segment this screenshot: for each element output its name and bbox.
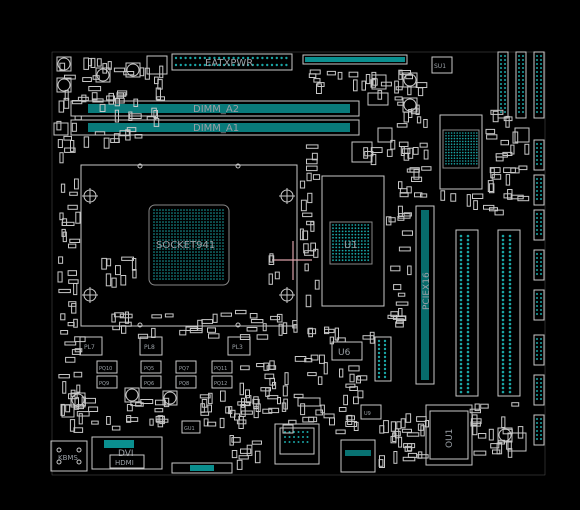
pl3-label: PL3	[232, 344, 243, 351]
vga-port	[171, 462, 233, 474]
u9-chip: U9	[360, 404, 382, 420]
crosshair-circle-icon	[82, 188, 98, 204]
top-right-headers	[497, 51, 545, 446]
super-io-chip	[439, 114, 483, 190]
pq6-label: PQ6	[144, 381, 154, 387]
ou1-label: OU1	[445, 429, 455, 448]
hdmi-label: HDMI	[115, 459, 134, 467]
su1-label: SU1	[434, 63, 446, 70]
crosshair-circle-icon	[82, 287, 98, 303]
pq10-label: PQ10	[99, 366, 112, 372]
dimm-slot-a2: DIMM_A2	[70, 100, 360, 117]
pq5-label: PQ5	[144, 366, 154, 372]
pcie-slot-2	[455, 229, 479, 397]
pq9-label: PQ9	[99, 381, 109, 387]
pq11-label: PQ11	[214, 366, 227, 372]
pcie-x16-slot: PCIEX16	[415, 205, 435, 385]
pq12-label: PQ12	[214, 381, 227, 387]
vrm-components: PL7 PL8 PL3 PQ10 PQ5 PQ7 PQ11 PQ9 PQ6 PQ…	[79, 336, 251, 389]
atx12v-connector	[302, 54, 408, 65]
pl7-label: PL7	[84, 344, 95, 351]
kbms-label: KBMS	[58, 454, 78, 462]
atxpwr-label: EATXPWR	[205, 58, 253, 69]
socket-label: SOCKET941	[156, 240, 215, 251]
pcie-label: PCIEX16	[422, 272, 432, 310]
ou1-chip: OU1	[425, 404, 473, 466]
u9-label: U9	[364, 411, 371, 417]
gu1-label: GU1	[184, 426, 195, 432]
board-outline	[51, 51, 546, 476]
dimm-a2-label: DIMM_A2	[193, 104, 239, 115]
position-crosshair	[272, 241, 312, 280]
crosshair-circle-icon	[279, 188, 295, 204]
u6-header	[374, 336, 392, 382]
u6-label: U6	[338, 348, 351, 358]
atx-power-connector: EATXPWR	[171, 53, 293, 71]
chipset-u1: U1	[321, 175, 385, 307]
passive-components	[53, 55, 530, 470]
crosshair-circle-icon	[279, 287, 295, 303]
lan-port	[274, 423, 320, 465]
u1-label: U1	[344, 240, 358, 251]
gu1-chip: GU1	[181, 420, 201, 434]
kbms-port: KBMS	[50, 440, 88, 472]
pcie-slot-3	[497, 229, 521, 397]
dvi-label: DVI	[118, 449, 134, 459]
pq7-label: PQ7	[179, 366, 189, 372]
pq8-label: PQ8	[179, 381, 189, 387]
u6-chip: U6	[331, 341, 363, 361]
dimm-slot-a1: DIMM_A1	[70, 119, 360, 136]
su1-chip: SU1	[431, 56, 453, 74]
usb3-port	[340, 439, 376, 473]
cpu-socket: SOCKET941	[80, 163, 298, 328]
dvi-port: DVI HDMI	[91, 436, 163, 470]
pl8-label: PL8	[144, 344, 155, 351]
dimm-a1-label: DIMM_A1	[193, 123, 239, 134]
